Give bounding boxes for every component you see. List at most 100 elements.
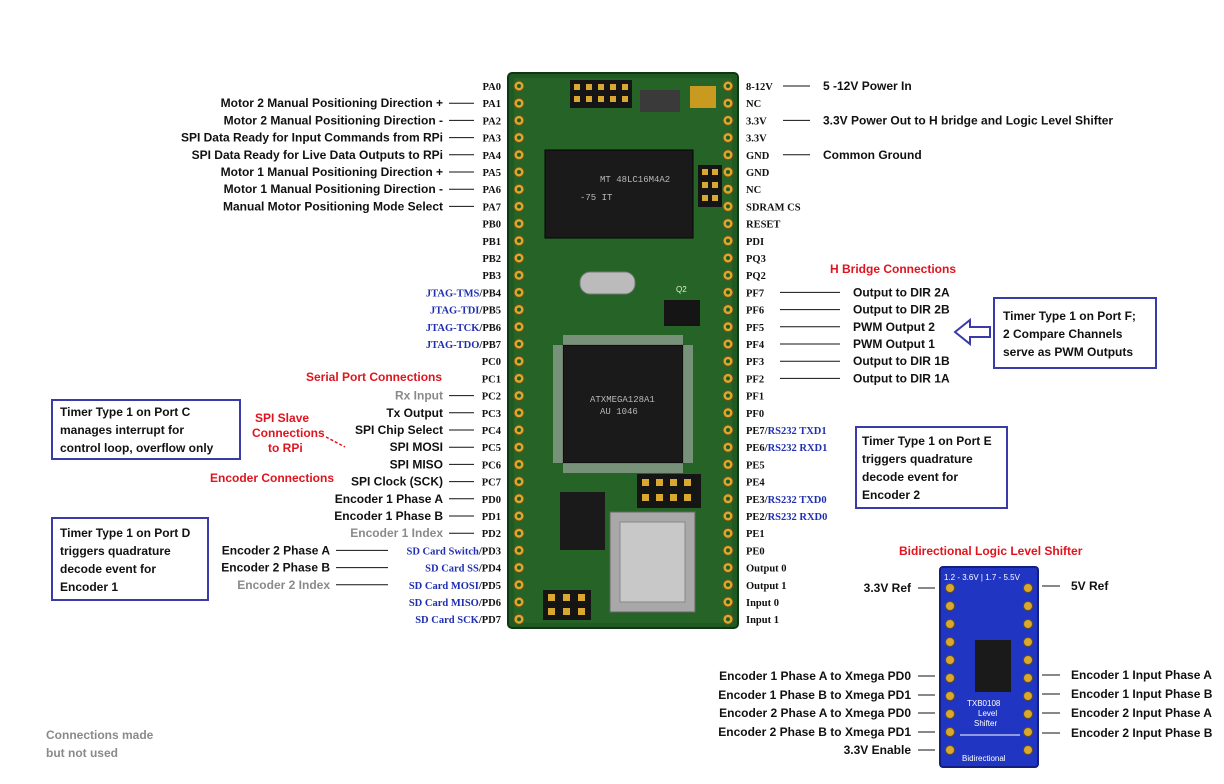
left-pin-row: PD1Encoder 1 Phase B <box>334 509 501 523</box>
svg-text:1.2 - 3.6V | 1.7 - 5.5V: 1.2 - 3.6V | 1.7 - 5.5V <box>944 573 1021 582</box>
pin-function-label: Motor 1 Manual Positioning Direction - <box>224 182 443 196</box>
left-pin-row: PC7 SPI Clock (SCK) <box>351 475 501 489</box>
shifter-left-label: Encoder 2 Phase B to Xmega PD1 <box>718 725 911 739</box>
pin-name: NC <box>746 185 761 196</box>
left-pin-row: PC5 SPI MOSI <box>390 440 501 454</box>
pin-name: PC7 <box>482 478 501 489</box>
pin-name: Output 0 <box>746 564 787 575</box>
pwm-arrow <box>955 320 990 344</box>
pin-name: PE1 <box>746 529 765 540</box>
right-pin-row: PE1 <box>746 529 765 540</box>
rs232-chip <box>560 492 605 550</box>
pin-name: PC5 <box>482 443 501 454</box>
shifter-pin-hole <box>1024 674 1033 683</box>
left-pin-row: PC2Rx Input <box>395 389 501 403</box>
pin-name: PC3 <box>482 409 501 420</box>
shifter-pin-hole <box>1024 746 1033 755</box>
svg-text:serve as PWM Outputs: serve as PWM Outputs <box>1003 345 1133 359</box>
transistor-q2 <box>664 300 700 326</box>
pin-function-label: PWM Output 1 <box>853 337 935 351</box>
shifter-label-row: Encoder 1 Phase A to Xmega PD0 <box>719 669 935 683</box>
pin-function-label: Output to DIR 2A <box>853 285 950 299</box>
right-pin-row: PF4 PWM Output 1 <box>746 337 935 351</box>
pin-name: PD0 <box>482 495 501 506</box>
pin-function-label: Rx Input <box>395 389 443 403</box>
shifter-heading: Bidirectional Logic Level Shifter <box>899 544 1083 558</box>
svg-text:2 Compare Channels: 2 Compare Channels <box>1003 327 1123 341</box>
svg-text:Encoder 2: Encoder 2 <box>862 488 920 502</box>
svg-text:Timer Type 1 on Port C: Timer Type 1 on Port C <box>60 405 191 419</box>
pin-function-label: Motor 2 Manual Positioning Direction - <box>224 113 443 127</box>
note-port-d: Timer Type 1 on Port D triggers quadratu… <box>52 518 208 600</box>
svg-text:MT 48LC16M4A2: MT 48LC16M4A2 <box>600 175 670 185</box>
left-pin-row: PA1Motor 2 Manual Positioning Direction … <box>221 96 501 110</box>
pin-name: SDRAM CS <box>746 202 801 213</box>
pin-name: PF7 <box>746 288 764 299</box>
pin-function-label: SPI Clock (SCK) <box>351 475 443 489</box>
right-pin-row: PQ2 <box>746 271 766 282</box>
pin-name: PC1 <box>482 374 501 385</box>
right-pin-row: GND <box>746 168 770 179</box>
pin-name: PQ3 <box>746 254 766 265</box>
shifter-right-label: Encoder 1 Input Phase B <box>1071 687 1213 701</box>
pin-function-label: Common Ground <box>823 148 922 162</box>
left-pin-row: JTAG-TCK/PB6 <box>426 323 501 334</box>
shifter-label-row: 3.3V Enable <box>844 743 935 757</box>
pin-name: PC0 <box>482 357 501 368</box>
right-pin-row: PDI <box>746 237 764 248</box>
right-pin-row: PE4 <box>746 478 765 489</box>
pin-function-label: 5 -12V Power In <box>823 79 912 93</box>
shifter-left-label: 3.3V Ref <box>864 581 912 595</box>
pin-function-label: Encoder 2 Phase A <box>222 543 331 557</box>
spi-slave-label: SPI Slave Connections to RPi <box>252 411 325 455</box>
right-pin-row: Output 1 <box>746 581 787 592</box>
shifter-left-label: Encoder 1 Phase A to Xmega PD0 <box>719 669 911 683</box>
svg-text:SPI Slave: SPI Slave <box>255 411 309 425</box>
regulator <box>640 90 680 112</box>
right-pin-row: PF7 Output to DIR 2A <box>746 285 950 299</box>
svg-text:TXB0108: TXB0108 <box>967 699 1001 708</box>
svg-text:Timer Type 1 on Port D: Timer Type 1 on Port D <box>60 526 191 540</box>
pin-name: PA2 <box>483 116 501 127</box>
left-pin-row: PC4 SPI Chip Select <box>355 423 502 437</box>
right-pin-row: 3.3V <box>746 134 767 145</box>
pin-name: PF2 <box>746 374 764 385</box>
pin-name: PF4 <box>746 340 765 351</box>
pin-function-label: PWM Output 2 <box>853 320 935 334</box>
pin-function-label: Output to DIR 1B <box>853 354 950 368</box>
right-pin-row: NC <box>746 185 761 196</box>
svg-text:Shifter: Shifter <box>974 719 997 728</box>
pin-name: SD Card SS/PD4 <box>425 564 502 575</box>
pin-name: PA1 <box>483 99 501 110</box>
pin-function-label: SPI Chip Select <box>355 423 443 437</box>
pin-function-label: Encoder 1 Phase B <box>334 509 443 523</box>
shifter-label-row: Encoder 1 Input Phase A <box>1042 668 1212 682</box>
left-pin-row: PD2Encoder 1 Index <box>350 526 501 540</box>
left-pin-row: PB1 <box>482 237 501 248</box>
pin-function-label: Output to DIR 1A <box>853 371 950 385</box>
left-pin-row: JTAG-TMS/PB4 <box>426 288 502 299</box>
pin-name: PQ2 <box>746 271 766 282</box>
left-pin-row: SD Card Switch/PD3Encoder 2 Phase A <box>222 543 501 557</box>
shifter-label-row: Encoder 2 Phase B to Xmega PD1 <box>718 725 935 739</box>
left-pin-row: PB3 <box>482 271 501 282</box>
pin-name: PE0 <box>746 546 765 557</box>
left-pin-row: SD Card SCK/PD7 <box>415 615 501 626</box>
left-pin-row: PB0 <box>482 220 501 231</box>
pin-name: PC4 <box>482 426 502 437</box>
left-pin-row: PA0 <box>483 82 501 93</box>
sdram-chip: MT 48LC16M4A2 -75 IT <box>545 150 693 238</box>
left-pin-row: PA7Manual Motor Positioning Mode Select <box>223 199 501 213</box>
shifter-label-row: Encoder 2 Input Phase B <box>1042 726 1213 740</box>
pin-function-label: SPI MOSI <box>390 440 443 454</box>
svg-text:ATXMEGA128A1: ATXMEGA128A1 <box>590 395 655 405</box>
pin-function-label: SPI Data Ready for Live Data Outputs to … <box>192 148 443 162</box>
pin-function-label: Tx Output <box>386 406 443 420</box>
svg-text:Connections: Connections <box>252 426 325 440</box>
isp-header <box>543 590 591 620</box>
pin-name: PF1 <box>746 392 764 403</box>
pin-name: PB2 <box>482 254 501 265</box>
shifter-pin-hole <box>1024 728 1033 737</box>
right-pin-row: PE0 <box>746 546 765 557</box>
